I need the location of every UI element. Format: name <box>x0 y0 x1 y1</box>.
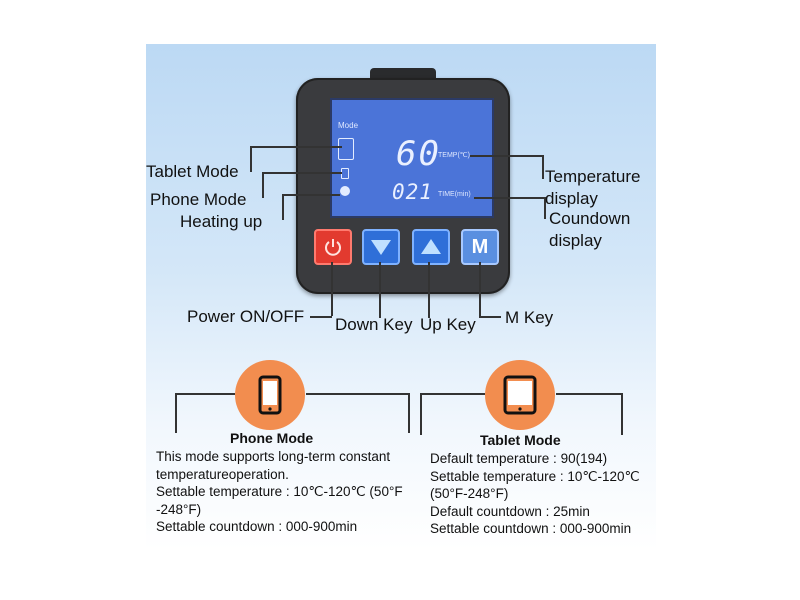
time-unit: TIME(min) <box>438 191 471 198</box>
label-temperature-display: display <box>545 189 598 208</box>
phone-bracket-right <box>306 393 408 395</box>
tablet-bracket-left <box>420 393 485 395</box>
power-leader <box>331 262 333 316</box>
tablet-bracket-left-v <box>420 393 422 435</box>
m-button[interactable]: M <box>461 229 499 265</box>
tablet-mode-line: Settable temperature : 10℃-120℃ <box>430 468 640 484</box>
screen-mode-label: Mode <box>338 121 359 130</box>
tablet-bracket-right-v <box>621 393 623 435</box>
phone-mode-segment <box>341 168 349 179</box>
up-leader <box>428 262 430 318</box>
label-tablet-mode: Tablet Mode <box>146 162 239 181</box>
phone-mode-line: Settable countdown : 000-900min <box>156 519 358 534</box>
phone-mode-line: -248°F) <box>156 501 202 517</box>
tablet-mode-line: Settable countdown : 000-900min <box>430 521 632 536</box>
phone-mode-description: This mode supports long-term constant te… <box>156 448 403 536</box>
tablet-mode-line: Default countdown : 25min <box>430 503 590 519</box>
temperature-unit: TEMP(℃) <box>438 152 470 159</box>
label-phone-mode: Phone Mode <box>150 190 247 209</box>
temp-leader <box>470 155 542 157</box>
label-temperature: Temperature <box>545 167 641 186</box>
phone-leader-v <box>262 172 264 198</box>
phone-mode-line: This mode supports long-term constant <box>156 449 391 464</box>
label-countdown: Coundown <box>549 209 631 228</box>
triangle-up-icon <box>421 239 441 254</box>
phone-icon <box>258 375 282 415</box>
up-button[interactable] <box>412 229 450 265</box>
power-leader-h <box>310 316 332 318</box>
countdown-leader <box>474 197 544 199</box>
phone-mode-line: temperatureoperation. <box>156 466 289 482</box>
m-leader <box>479 262 481 316</box>
tablet-mode-badge <box>485 360 555 430</box>
lcd-screen <box>330 98 494 218</box>
label-power: Power ON/OFF <box>187 307 305 326</box>
phone-mode-line: Settable temperature : 10℃-120℃ (50°F <box>156 484 403 499</box>
temp-leader-v <box>542 155 544 179</box>
heating-segment <box>340 186 350 196</box>
label-m-key: M Key <box>505 308 554 327</box>
phone-mode-title: Phone Mode <box>230 430 314 446</box>
tablet-mode-line: (50°F-248°F) <box>430 486 509 501</box>
countdown-leader-v <box>544 197 546 219</box>
label-countdown-display: display <box>549 231 602 250</box>
label-heating-up: Heating up <box>180 212 263 231</box>
triangle-down-icon <box>371 240 391 255</box>
tablet-icon <box>503 375 537 415</box>
tablet-bracket-right <box>556 393 622 395</box>
label-down-key: Down Key <box>335 315 413 334</box>
down-button[interactable] <box>362 229 400 265</box>
phone-mode-badge <box>235 360 305 430</box>
tablet-mode-description: Default temperature : 90(194) Settable t… <box>430 450 640 538</box>
heating-leader <box>282 194 340 196</box>
power-button[interactable] <box>314 229 352 265</box>
tablet-leader <box>250 146 342 148</box>
tablet-mode-title: Tablet Mode <box>480 432 561 448</box>
temperature-digits: 60 <box>396 134 441 174</box>
m-leader-h <box>479 316 501 318</box>
tablet-leader-v <box>250 146 252 172</box>
power-icon <box>325 239 341 256</box>
phone-bracket-right-v <box>408 393 410 433</box>
label-up-key: Up Key <box>420 315 476 334</box>
tablet-mode-segment <box>338 138 354 160</box>
heating-leader-v <box>282 194 284 220</box>
down-leader <box>379 262 381 318</box>
time-digits: 021 <box>392 180 433 204</box>
phone-leader <box>262 172 342 174</box>
phone-bracket-left <box>175 393 235 395</box>
tablet-mode-line: Default temperature : 90(194) <box>430 451 608 466</box>
phone-bracket-left-v <box>175 393 177 433</box>
